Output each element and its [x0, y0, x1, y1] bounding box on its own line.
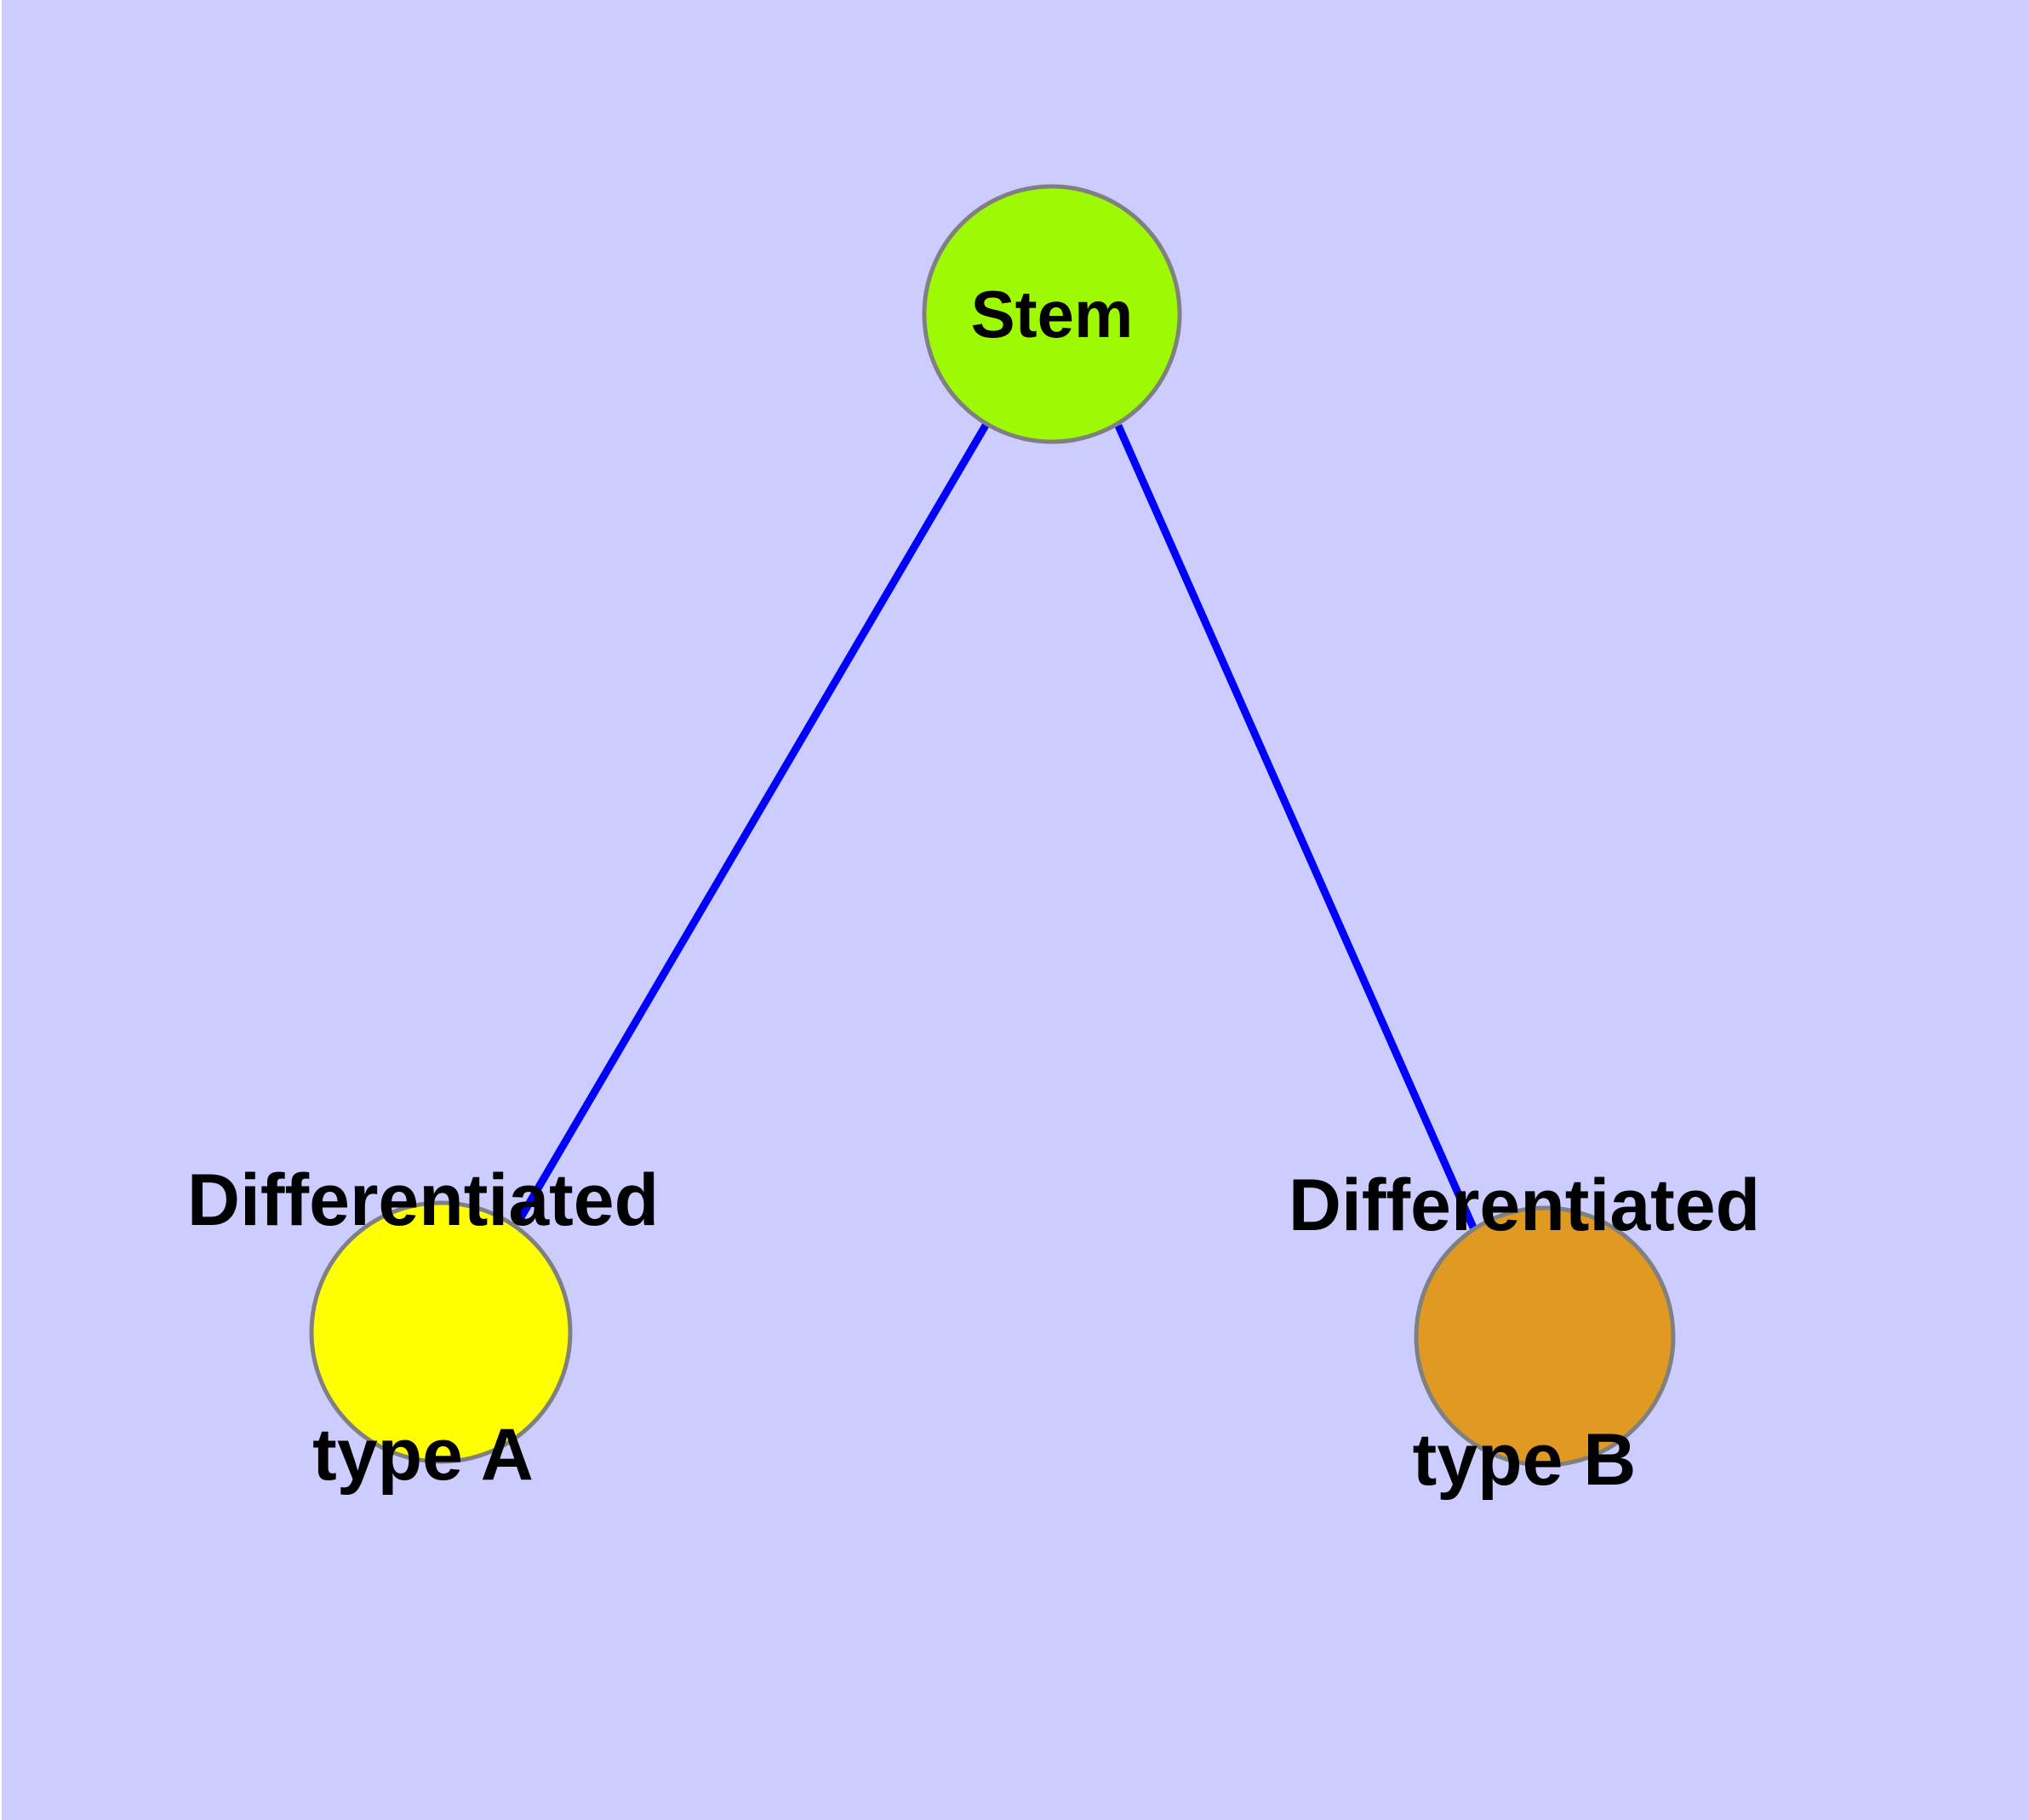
edge-stem-to-type-a — [514, 421, 990, 1226]
node-differentiated-type-a[interactable] — [309, 1200, 573, 1464]
edge-stem-to-type-b — [1114, 424, 1477, 1229]
node-differentiated-type-b[interactable] — [1414, 1205, 1676, 1468]
node-layer — [309, 184, 1676, 1468]
node-stem[interactable] — [922, 184, 1182, 444]
edge-layer — [514, 421, 1477, 1229]
